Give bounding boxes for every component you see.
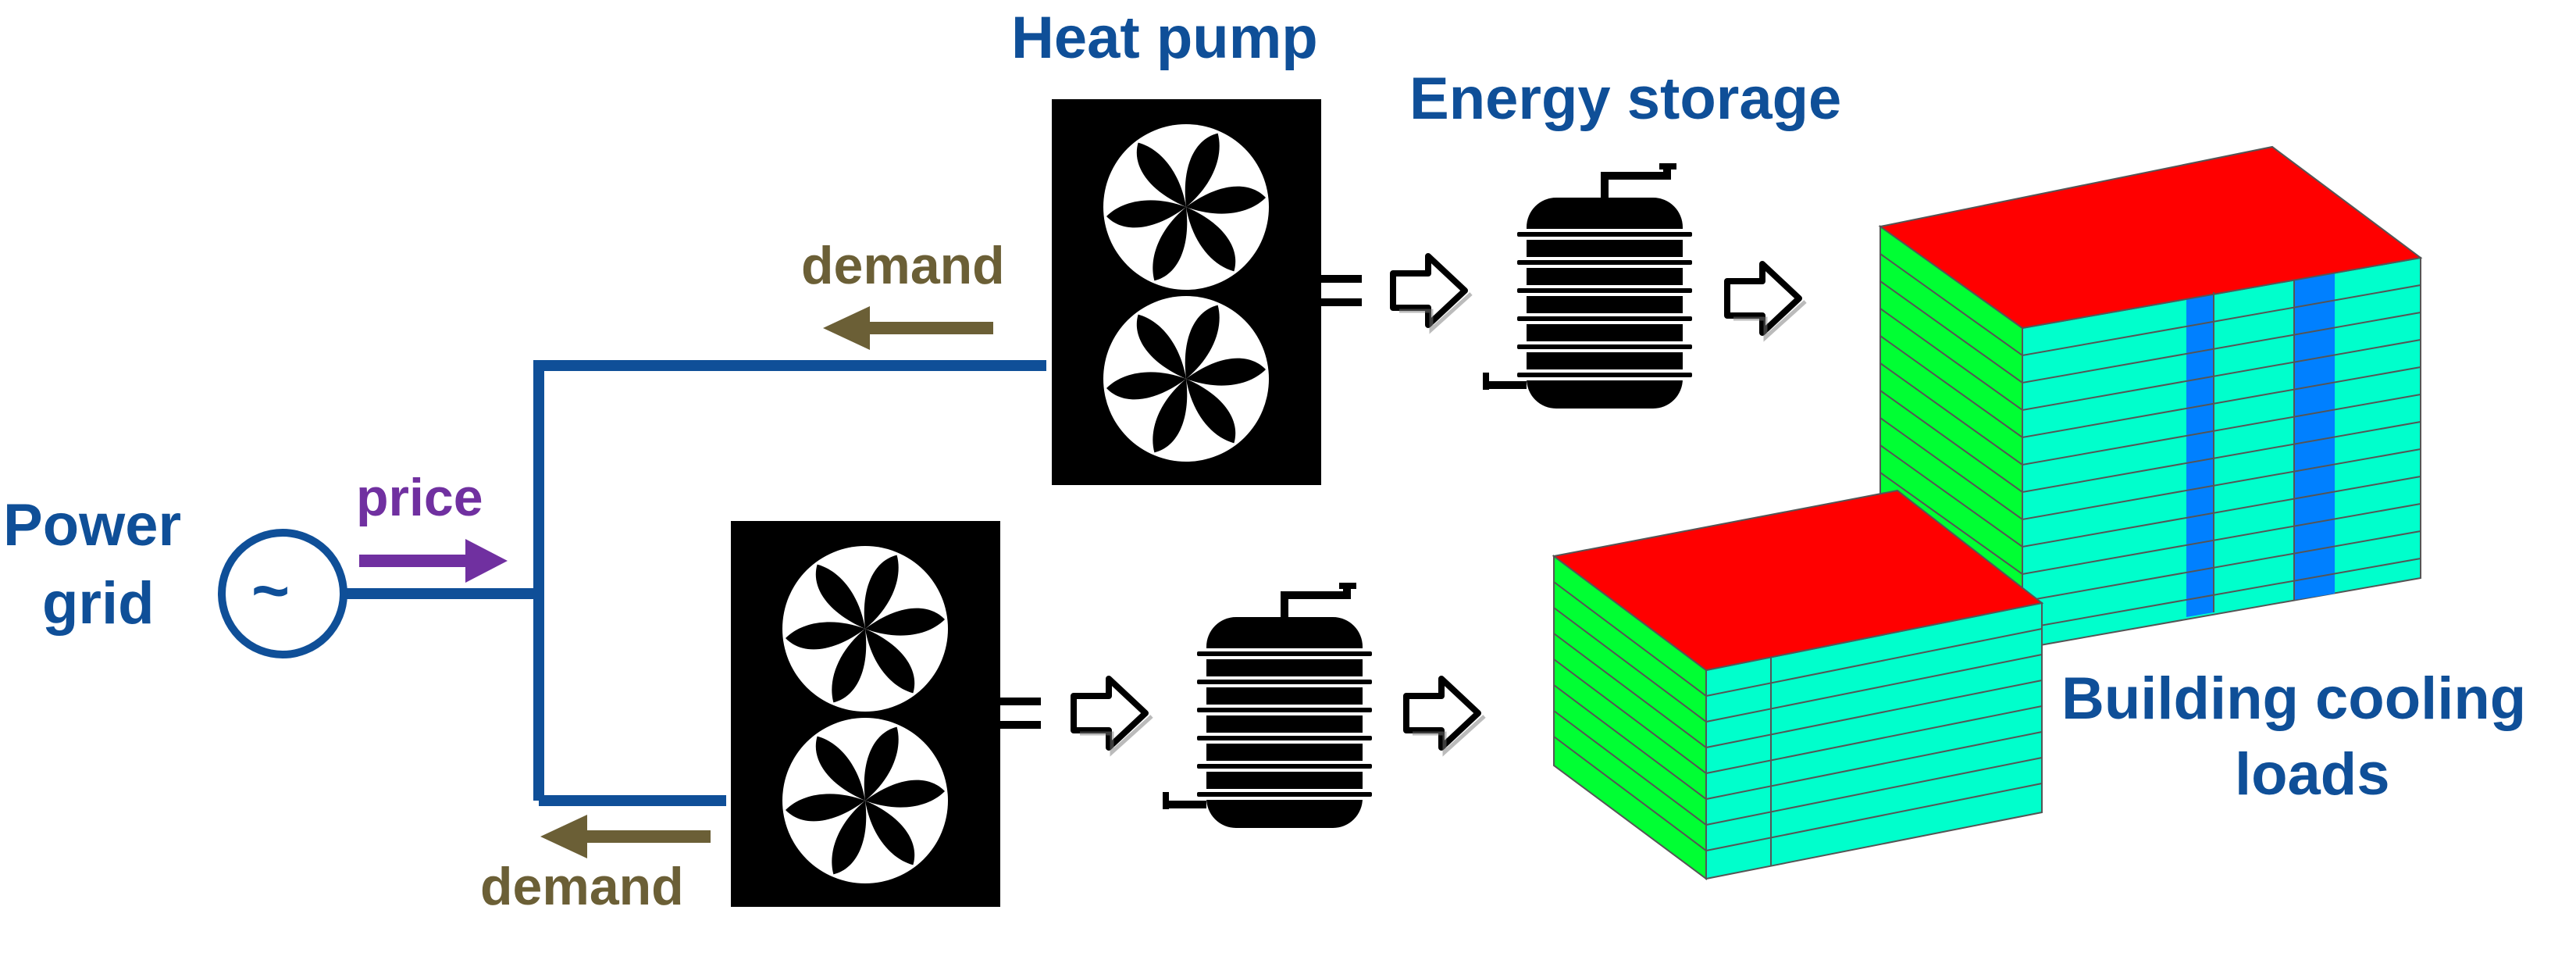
demand-label-top: demand — [801, 236, 1005, 295]
building-cooling-label-line1: Building cooling — [2061, 665, 2527, 732]
grid-bus-lines — [344, 360, 1046, 806]
price-label: price — [356, 468, 483, 527]
flow-arrow-hp-bottom — [1074, 679, 1152, 752]
heat-pump-top — [1052, 99, 1362, 485]
flow-arrow-hp-top — [1393, 256, 1471, 330]
demand-arrow-top — [823, 306, 993, 350]
storage-tank-top — [1483, 163, 1694, 409]
building-low — [1552, 489, 2044, 880]
power-grid-label-line1: Power — [3, 492, 182, 558]
price-arrow — [359, 539, 508, 583]
demand-arrow-bottom — [540, 815, 711, 858]
demand-label-bottom: demand — [480, 857, 684, 916]
storage-tank-bottom — [1163, 583, 1374, 828]
heat-pump-bottom — [731, 521, 1041, 907]
ac-source-symbol: ~ — [251, 554, 290, 627]
building-cooling-label-line2: loads — [2235, 741, 2390, 808]
flow-arrow-tank-bottom — [1406, 679, 1484, 752]
building-tall — [1878, 145, 2423, 650]
power-grid-label-line2: grid — [42, 570, 155, 637]
energy-storage-label: Energy storage — [1409, 66, 1842, 132]
flow-arrow-tank-top — [1727, 264, 1805, 337]
ac-source-icon — [218, 529, 347, 658]
heat-pump-label: Heat pump — [1011, 5, 1318, 71]
